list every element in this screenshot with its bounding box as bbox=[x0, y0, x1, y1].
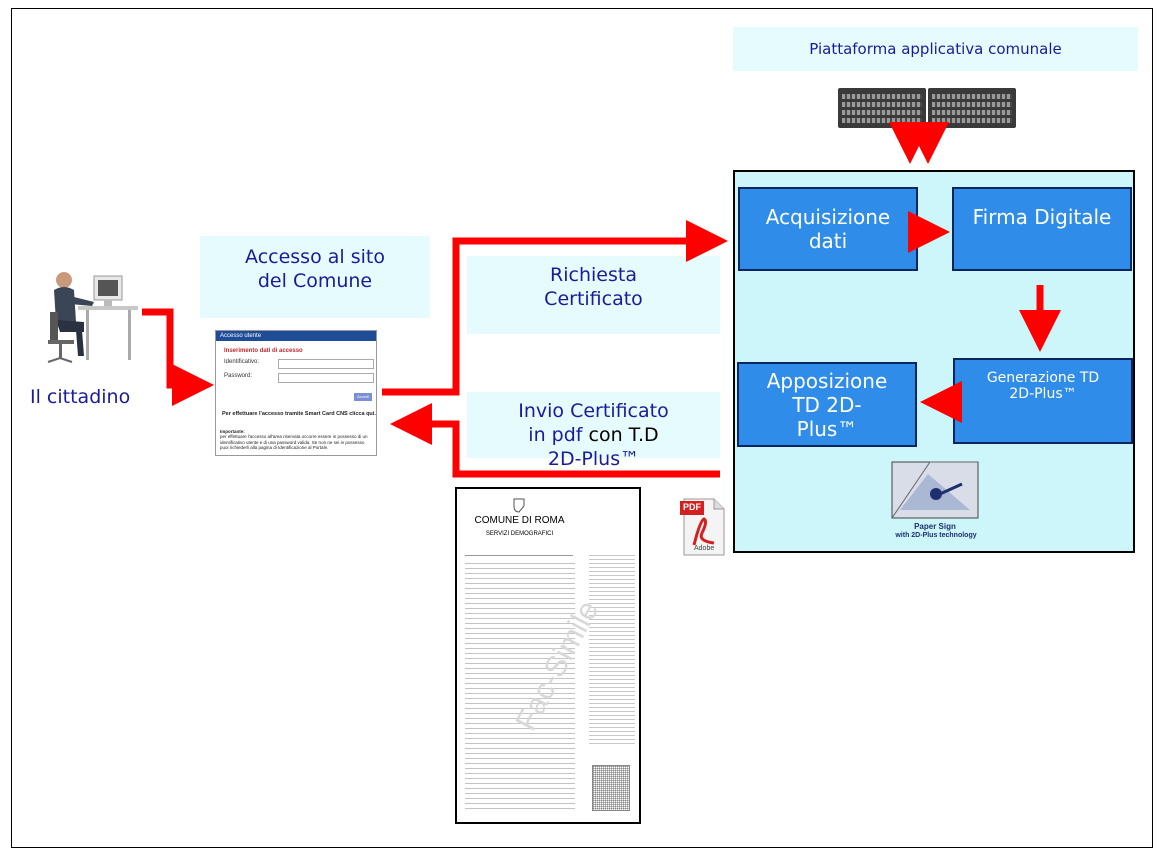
certificate-body-text bbox=[465, 563, 575, 813]
adobe-label: Adobe bbox=[694, 545, 715, 552]
login-section-title: Inserimento dati di accesso bbox=[224, 348, 303, 354]
identificativo-label: Identificativo: bbox=[224, 359, 260, 365]
roma-crest-icon bbox=[513, 498, 525, 513]
request-caption-text: Richiesta Certificato bbox=[544, 264, 643, 310]
step-acquisizione: Acquisizione dati bbox=[738, 187, 918, 271]
send-caption-line2b: con T.D bbox=[588, 423, 659, 446]
password-input[interactable] bbox=[278, 373, 374, 383]
arrow-request bbox=[382, 220, 728, 396]
step-firma-label: Firma Digitale bbox=[972, 205, 1112, 229]
paper-sign-logo: Paper Sign with 2D-Plus technology bbox=[890, 460, 980, 542]
send-caption: Invio Certificato in pdf con T.D 2D-Plus… bbox=[467, 392, 720, 470]
certificate-barcode bbox=[592, 765, 630, 811]
paper-sign-line2: with 2D-Plus technology bbox=[895, 532, 977, 539]
send-caption-line3: 2D-Plus™ bbox=[547, 447, 640, 470]
access-caption: Accesso al sito del Comune bbox=[200, 236, 430, 318]
certificate-title: COMUNE DI ROMA bbox=[474, 515, 565, 526]
step-generazione-label: Generazione TD 2D-Plus™ bbox=[986, 370, 1100, 402]
diagram-frame bbox=[11, 8, 1153, 848]
step-apposizione-label: Apposizione TD 2D-Plus™ bbox=[766, 368, 888, 441]
send-caption-line2a: in pdf bbox=[528, 423, 589, 446]
certificate-subtitle: SERVIZI DEMOGRAFICI bbox=[485, 531, 554, 537]
login-panel: Accesso utente Inserimento dati di acces… bbox=[215, 330, 377, 456]
pdf-label: PDF bbox=[683, 502, 701, 512]
step-apposizione: Apposizione TD 2D-Plus™ bbox=[737, 362, 917, 447]
citizen-at-computer-icon bbox=[47, 272, 138, 363]
accedi-button[interactable]: Accedi bbox=[354, 393, 372, 401]
password-label: Password: bbox=[224, 373, 253, 379]
important-title: Importante: bbox=[220, 429, 245, 434]
step-acquisizione-label: Acquisizione dati bbox=[765, 205, 891, 253]
citizen-label: Il cittadino bbox=[30, 386, 131, 408]
certificate-side-column bbox=[589, 555, 635, 745]
important-text: per effettuare l'accesso all'area riserv… bbox=[220, 434, 368, 451]
cns-access-text[interactable]: Per effettuare l'accesso tramite Smart C… bbox=[222, 411, 376, 417]
certificate-document: COMUNE DI ROMA SERVIZI DEMOGRAFICI Fac-S… bbox=[455, 487, 641, 824]
paper-sign-line1: Paper Sign bbox=[914, 522, 956, 531]
identificativo-input[interactable] bbox=[278, 359, 374, 369]
platform-caption-text: Piattaforma applicativa comunale bbox=[809, 40, 1062, 58]
platform-caption: Piattaforma applicativa comunale bbox=[733, 27, 1138, 71]
arrow-citizen-to-access bbox=[142, 308, 214, 406]
pdf-file-icon: PDF Adobe bbox=[680, 497, 726, 557]
send-caption-line1: Invio Certificato bbox=[518, 400, 669, 422]
access-caption-text: Accesso al sito del Comune bbox=[245, 246, 385, 292]
arrow-response bbox=[390, 403, 720, 478]
request-caption: Richiesta Certificato bbox=[467, 256, 720, 334]
step-firma-digitale: Firma Digitale bbox=[952, 187, 1132, 271]
login-title: Accesso utente bbox=[216, 331, 376, 341]
